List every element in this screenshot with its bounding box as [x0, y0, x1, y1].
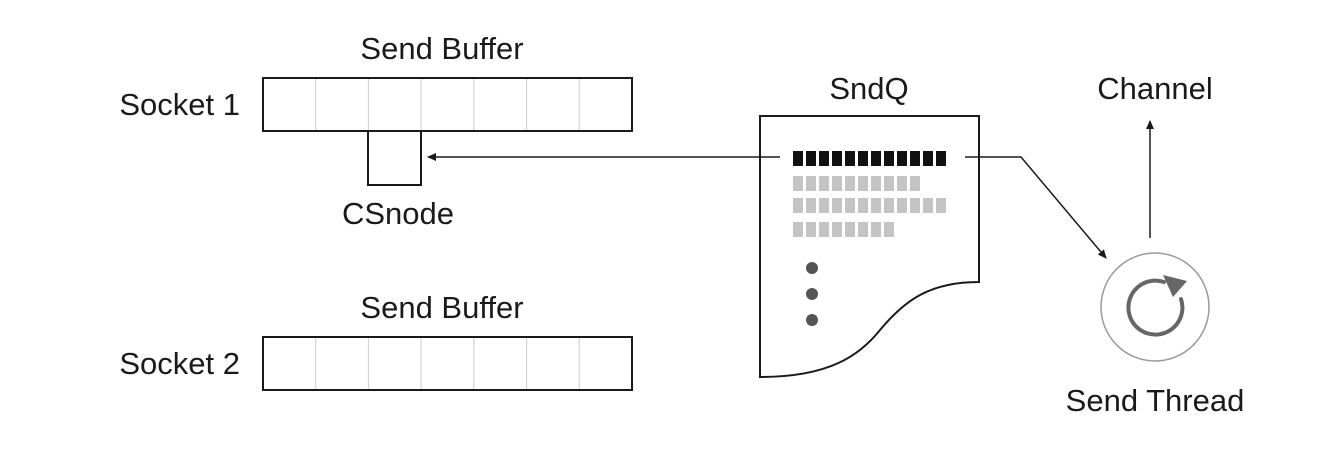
send-buffer-2-slot	[526, 336, 580, 391]
queue-cell-pending	[858, 176, 868, 191]
queue-cell-pending	[897, 176, 907, 191]
queue-cell-pending	[819, 198, 829, 213]
queue-cell-active	[858, 151, 868, 166]
queue-cell-pending	[793, 176, 803, 191]
queue-cell-pending	[845, 198, 855, 213]
queue-cell-pending	[832, 176, 842, 191]
sndq-ellipsis	[806, 262, 818, 326]
queue-cell-pending	[923, 198, 933, 213]
ellipsis-dot	[806, 314, 818, 326]
queue-cell-pending	[793, 198, 803, 213]
send-buffer-1-outline	[262, 77, 633, 132]
csnode-label: CSnode	[342, 196, 454, 231]
queue-cell-pending	[884, 198, 894, 213]
ellipsis-dot	[806, 262, 818, 274]
queue-cell-active	[832, 151, 842, 166]
send-buffer-2-slot	[262, 336, 317, 391]
queue-cell-active	[936, 151, 946, 166]
sndq-document	[759, 115, 980, 379]
send-buffer-2-slot	[473, 336, 528, 391]
send-buffer-2-outline	[262, 336, 633, 391]
send-buffer-1-label: Send Buffer	[360, 31, 523, 66]
send-buffer-2-slot	[367, 336, 422, 391]
send-buffer-2-slot	[578, 336, 633, 391]
send-buffer-1-slot	[473, 77, 528, 132]
queue-cell-pending	[819, 222, 829, 237]
send-buffer-2-slot	[420, 336, 475, 391]
queue-cell-pending	[871, 176, 881, 191]
queue-cell-pending	[819, 176, 829, 191]
send-buffer-1-slot	[367, 77, 422, 132]
queue-cell-active	[910, 151, 920, 166]
send-buffer-1-slot	[420, 77, 475, 132]
queue-cell-pending	[910, 176, 920, 191]
queue-cell-pending	[793, 222, 803, 237]
socket-1-label: Socket 1	[119, 87, 240, 122]
send-buffer-1-slot	[578, 77, 633, 132]
queue-cell-active	[897, 151, 907, 166]
queue-cell-pending	[936, 198, 946, 213]
send-thread-circle	[1100, 252, 1210, 362]
csnode-box	[367, 130, 422, 186]
queue-cell-active	[871, 151, 881, 166]
queue-cell-pending	[845, 176, 855, 191]
send-thread-label: Send Thread	[1066, 383, 1245, 418]
send-buffer-1-slot	[526, 77, 580, 132]
queue-cell-active	[845, 151, 855, 166]
queue-cell-pending	[858, 198, 868, 213]
queue-cell-pending	[806, 176, 816, 191]
queue-cell-pending	[897, 198, 907, 213]
queue-cell-active	[819, 151, 829, 166]
queue-cell-pending	[832, 222, 842, 237]
send-buffer-2-label: Send Buffer	[360, 290, 523, 325]
send-buffer-1-slot	[262, 77, 317, 132]
arrow-to-send-thread	[965, 156, 1107, 259]
queue-cell-pending	[832, 198, 842, 213]
queue-cell-pending	[806, 198, 816, 213]
sndq-label: SndQ	[829, 71, 908, 106]
queue-cell-pending	[806, 222, 816, 237]
socket-2-label: Socket 2	[119, 346, 240, 381]
refresh-icon	[1126, 275, 1187, 337]
send-buffer-2	[262, 336, 633, 391]
queue-cell-pending	[884, 176, 894, 191]
channel-label: Channel	[1097, 71, 1212, 106]
queue-cell-active	[806, 151, 816, 166]
send-buffer-1-slot	[315, 77, 369, 132]
queue-cell-pending	[871, 222, 881, 237]
queue-cell-active	[923, 151, 933, 166]
queue-cell-pending	[845, 222, 855, 237]
queue-cell-active	[793, 151, 803, 166]
queue-cell-pending	[884, 222, 894, 237]
ellipsis-dot	[806, 288, 818, 300]
queue-cell-pending	[871, 198, 881, 213]
queue-cell-pending	[910, 198, 920, 213]
queue-cell-pending	[858, 222, 868, 237]
send-buffer-1	[262, 77, 633, 132]
queue-cell-active	[884, 151, 894, 166]
send-buffer-2-slot	[315, 336, 369, 391]
sndq-queue	[793, 151, 946, 237]
